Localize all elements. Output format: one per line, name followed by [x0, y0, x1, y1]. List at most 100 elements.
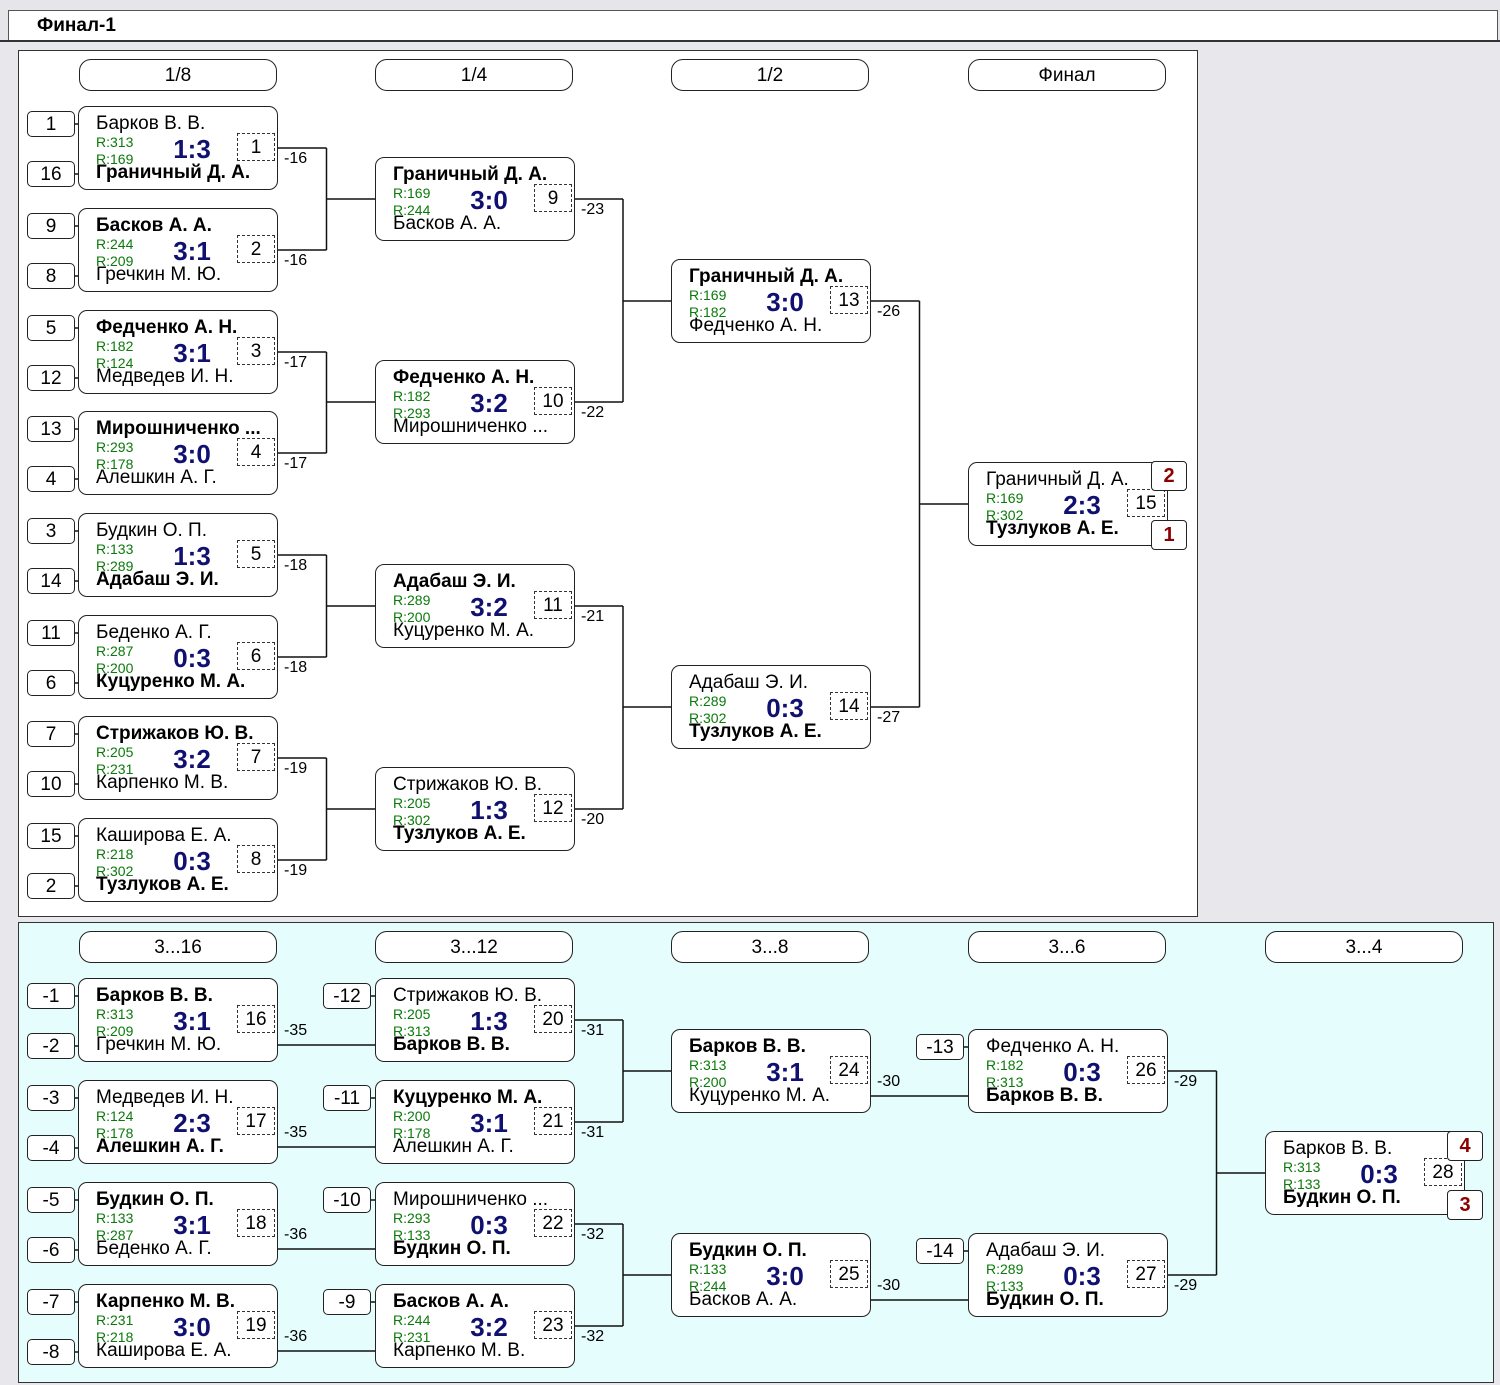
loser-label: -31	[581, 1124, 605, 1141]
player-2-name: Гречкин М. Ю.	[96, 1034, 222, 1055]
player-2-name: Тузлуков А. Е.	[96, 874, 229, 895]
loser-label: -26	[877, 303, 901, 320]
seed-number: -11	[323, 1085, 371, 1111]
player-2-name: Будкин О. П.	[986, 1289, 1104, 1310]
player-1-name: Барков В. В.	[96, 985, 213, 1006]
player-2-name: Граничный Д. А.	[96, 162, 251, 183]
player-2-rating: R:178	[393, 1125, 431, 1141]
round-header: 1/8	[79, 59, 277, 91]
match-number: 8	[237, 845, 275, 873]
player-2-rating: R:289	[96, 558, 134, 574]
match-score: 0:3	[173, 643, 211, 673]
seed-number: 3	[27, 518, 75, 544]
player-2-rating: R:178	[96, 1125, 134, 1141]
player-1-rating: R:133	[96, 541, 134, 557]
match-score: 0:3	[766, 693, 804, 723]
player-2-name: Куцуренко М. А.	[96, 671, 246, 692]
match-score: 1:3	[173, 541, 211, 571]
seed-number: -9	[323, 1289, 371, 1315]
loser-label: -30	[877, 1073, 901, 1090]
loser-label: -17	[284, 354, 308, 371]
player-1-name: Беденко А. Г.	[96, 622, 212, 643]
match-score: 3:2	[470, 1312, 508, 1342]
player-2-rating: R:287	[96, 1227, 134, 1243]
player-1-name: Будкин О. П.	[96, 520, 207, 541]
round-header: 1/4	[375, 59, 573, 91]
match-number: 13	[830, 286, 868, 314]
match-score: 3:1	[173, 1006, 211, 1036]
match-number: 19	[237, 1311, 275, 1339]
player-1-rating: R:293	[96, 439, 134, 455]
player-2-name: Тузлуков А. Е.	[986, 518, 1119, 539]
player-1-name: Федченко А. Н.	[986, 1036, 1120, 1057]
loser-label: -29	[1174, 1277, 1198, 1294]
player-1-name: Медведев И. Н.	[96, 1087, 234, 1108]
player-2-name: Тузлуков А. Е.	[689, 721, 822, 742]
player-1-rating: R:182	[96, 338, 134, 354]
seed-number: -8	[27, 1339, 75, 1365]
loser-label: -32	[581, 1328, 605, 1345]
loser-label: -19	[284, 760, 308, 777]
seed-number: 5	[27, 315, 75, 341]
seed-number: 14	[27, 568, 75, 594]
player-2-rating: R:218	[96, 1329, 134, 1345]
loser-label: -36	[284, 1328, 308, 1345]
seed-number: -12	[323, 983, 371, 1009]
player-1-name: Стрижаков Ю. В.	[393, 985, 543, 1006]
player-1-rating: R:182	[393, 388, 431, 404]
match-score: 3:0	[766, 287, 804, 317]
match-number: 3	[237, 337, 275, 365]
player-1-rating: R:169	[986, 490, 1024, 506]
player-2-name: Федченко А. Н.	[689, 315, 823, 336]
player-1-name: Адабаш Э. И.	[393, 571, 516, 592]
match-score: 3:2	[173, 744, 211, 774]
player-1-name: Будкин О. П.	[96, 1189, 214, 1210]
seed-number: 2	[27, 873, 75, 899]
player-2-rating: R:133	[986, 1278, 1024, 1294]
seed-number: -1	[27, 983, 75, 1009]
player-1-name: Федченко А. Н.	[393, 367, 535, 388]
match-number: 27	[1127, 1260, 1165, 1288]
match-number: 22	[534, 1209, 572, 1237]
seed-number: -5	[27, 1187, 75, 1213]
player-2-rating: R:133	[393, 1227, 431, 1243]
title-tab[interactable]: Финал-1	[8, 10, 1498, 40]
match-number: 17	[237, 1107, 275, 1135]
seed-number: -4	[27, 1135, 75, 1161]
match-score: 2:3	[1063, 490, 1101, 520]
player-1-name: Граничный Д. А.	[986, 469, 1129, 490]
seed-number: -3	[27, 1085, 75, 1111]
seed-number: -6	[27, 1237, 75, 1263]
player-1-rating: R:289	[689, 693, 727, 709]
player-1-name: Барков В. В.	[689, 1036, 806, 1057]
player-1-rating: R:218	[96, 846, 134, 862]
